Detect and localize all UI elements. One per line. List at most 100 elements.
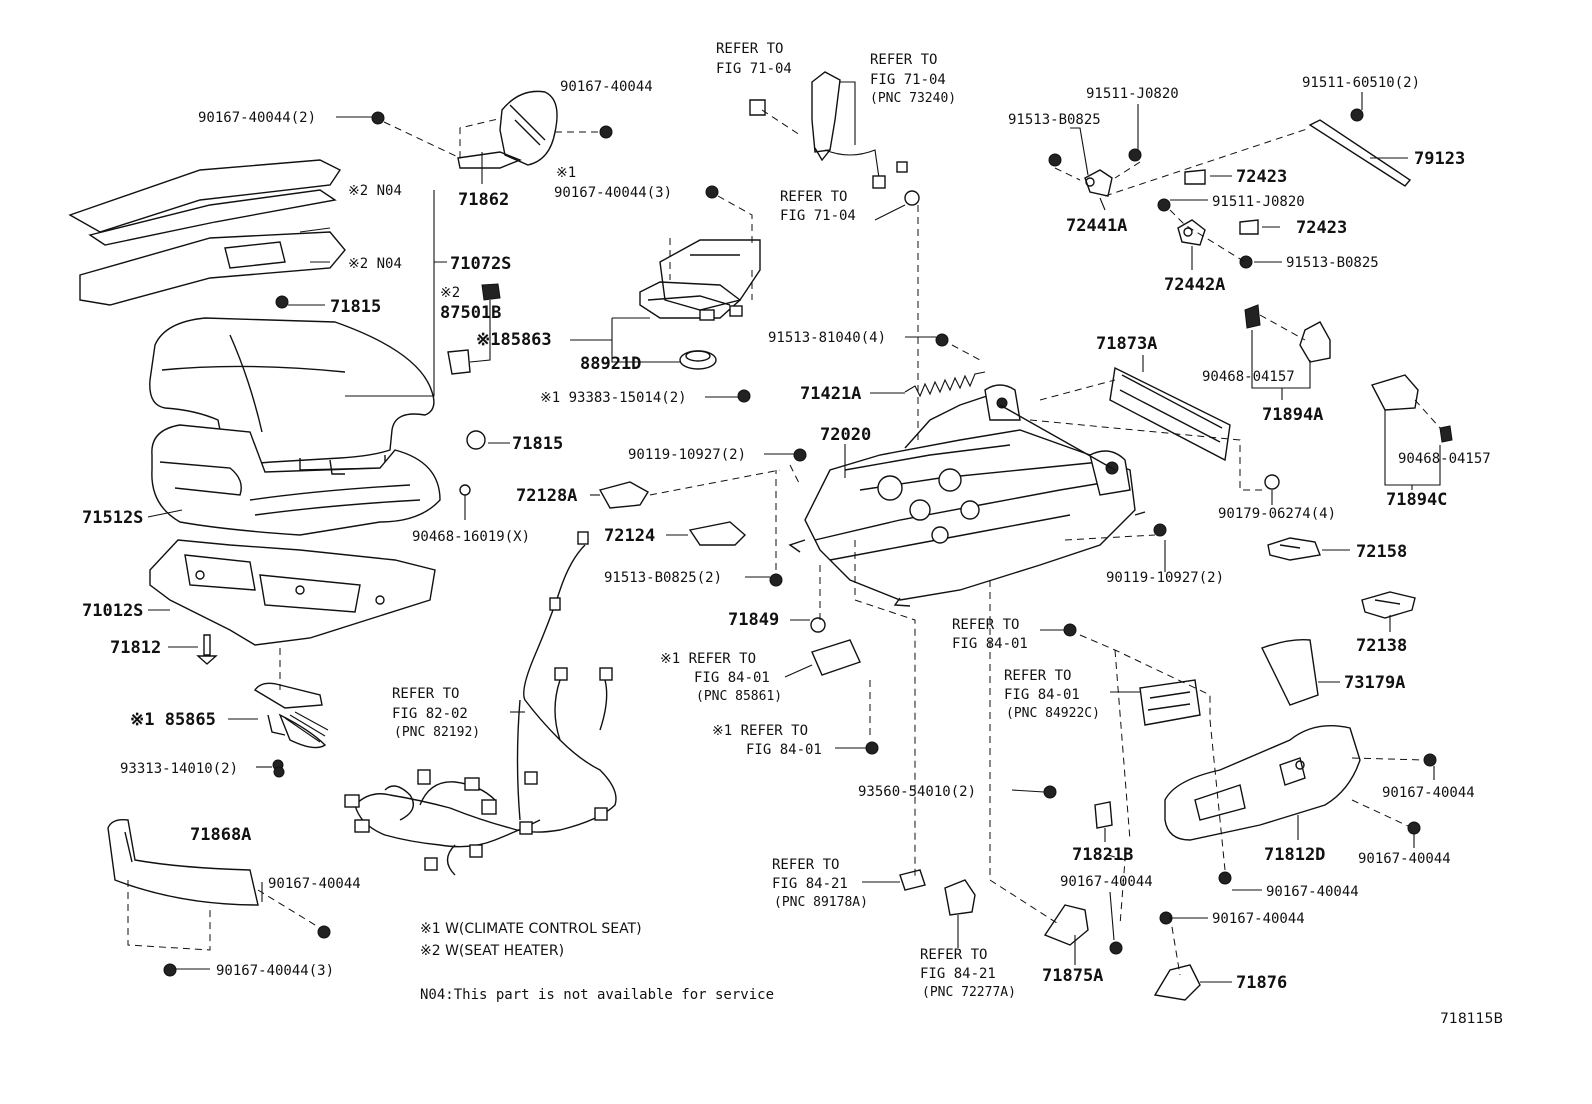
fasteners [163,108,1437,977]
cover-71875a [1043,904,1089,946]
label-91511-j0820-b: 91511-J0820 [1212,194,1305,210]
label-90167-40044-2: 90167-40044(2) [198,110,316,126]
rod-79123 [1308,119,1412,187]
label-refer-84-01-d2: FIG 84-01 [1004,687,1080,703]
label-n04-a: ※2 N04 [348,183,402,199]
label-refer-84-01-d1: REFER TO [1004,668,1071,684]
label-71862: 71862 [458,190,509,210]
footnotes: ※1 W(CLIMATE CONTROL SEAT) ※2 W(SEAT HEA… [420,921,774,1003]
label-93313-14010: 93313-14010(2) [120,761,238,777]
label-91513-81040: 91513-81040(4) [768,330,886,346]
label-refer-71-04-c1: REFER TO [780,189,847,205]
label-71812: 71812 [110,638,161,658]
label-71812d: 71812D [1264,845,1325,865]
label-90167-40044-e: 90167-40044 [1358,851,1451,867]
label-91511-j0820-a: 91511-J0820 [1086,86,1179,102]
label-90468-16019: 90468-16019(X) [412,529,530,545]
bracket-72441a [1084,169,1113,197]
label-n04-b: ※2 N04 [348,256,402,272]
label-71849: 71849 [728,610,779,630]
climate-control-module-85863 [639,239,761,321]
label-72158: 72158 [1356,542,1407,562]
label-71815-b: 71815 [512,434,563,454]
seat-track-frame-72020 [788,384,1146,607]
label-refer-84-01-d3: (PNC 84922C) [1006,706,1100,721]
label-90119-10927-b: 90119-10927(2) [1106,570,1224,586]
label-90167-40044-top: 90167-40044 [560,79,653,95]
label-refer-84-21-b1: REFER TO [920,947,987,963]
label-refer-71-04-b2: FIG 71-04 [870,72,946,88]
label-refer-71-04-a1: REFER TO [716,41,783,57]
blower-85865 [253,682,329,771]
cover-71894c [1370,374,1453,443]
cover-71876 [1153,964,1201,1001]
footnote-seat-heater: ※2 W(SEAT HEATER) [420,943,564,959]
rail-cover-71873a [1109,366,1231,462]
label-71012s: 71012S [82,601,143,621]
label-73179a: 73179A [1344,673,1405,693]
label-85865: ※1 85865 [130,710,216,730]
trim-cover-71868a [107,818,259,906]
label-71512s: 71512S [82,508,143,528]
label-71868a: 71868A [190,825,251,845]
label-refer-84-21-a1: REFER TO [772,857,839,873]
label-x1-refer-84-01-b1: ※1 REFER TO [712,723,808,739]
seat-belt-buckle [749,71,920,206]
label-refer-84-21-b3: (PNC 72277A) [922,985,1016,1000]
seat-cushion-pan [149,539,436,646]
side-shield-71812d [1164,725,1361,841]
label-refer-82-02-b: FIG 82-02 [392,706,468,722]
label-90468-04157-a: 90468-04157 [1202,369,1295,385]
label-note2-mark-b: ※2 [440,285,460,301]
label-note1-mark-a: ※1 [556,165,576,181]
label-91513-b0825-2: 91513-B0825(2) [604,570,722,586]
label-91513-b0825-b: 91513-B0825 [1286,255,1379,271]
label-refer-84-21-b2: FIG 84-21 [920,966,996,982]
phantom-lines [127,109,1441,976]
seat-heater-element [68,159,346,306]
label-refer-82-02-c: (PNC 82192) [394,725,480,740]
knob-72158 [1267,537,1321,561]
label-90167-40044-trim: 90167-40044 [268,876,361,892]
footnote-n04: N04:This part is not available for servi… [420,987,774,1003]
label-72124: 72124 [604,526,655,546]
label-90167-40044-g: 90167-40044 [1212,911,1305,927]
label-refer-84-21-a3: (PNC 89178A) [774,895,868,910]
label-71876: 71876 [1236,973,1287,993]
bracket-72442a [1177,219,1206,246]
footnote-climate-control: ※1 W(CLIMATE CONTROL SEAT) [420,921,642,937]
label-refer-71-04-b3: (PNC 73240) [870,91,956,106]
label-71072s: 71072S [450,254,511,274]
leader-lines [147,81,1441,983]
bracket-71862 [457,90,558,169]
power-seat-switch [1139,679,1201,726]
label-x1-refer-84-01-b2: FIG 84-01 [746,742,822,758]
label-93383-15014: ※1 93383-15014(2) [540,390,687,406]
clip-72423 [1184,169,1259,235]
label-71875a: 71875A [1042,966,1103,986]
label-87501b: 87501B [440,303,501,323]
label-x1-refer-84-01-a3: (PNC 85861) [696,689,782,704]
label-88921d: 88921D [580,354,641,374]
label-72020: 72020 [820,425,871,445]
part-labels: 90167-40044(2) 90167-40044 71862 ※1 9016… [82,41,1491,1000]
label-90468-04157-b: 90468-04157 [1398,451,1491,467]
label-90167-40044-3b: 90167-40044(3) [216,963,334,979]
label-72442a: 72442A [1164,275,1225,295]
label-93560-54010: 93560-54010(2) [858,784,976,800]
label-85863: ※185863 [476,330,552,350]
label-71815-a: 71815 [330,297,381,317]
figure-id: 718115B [1440,1011,1503,1027]
label-90167-40044-d: 90167-40044 [1382,785,1475,801]
label-72138: 72138 [1356,636,1407,656]
label-72423-b: 72423 [1296,218,1347,238]
label-refer-71-04-a2: FIG 71-04 [716,61,792,77]
label-refer-84-01-c1: REFER TO [952,617,1019,633]
label-refer-82-02-a: REFER TO [392,686,459,702]
label-x1-refer-84-01-a1: ※1 REFER TO [660,651,756,667]
label-refer-84-21-a2: FIG 84-21 [772,876,848,892]
label-refer-71-04-b1: REFER TO [870,52,937,68]
seat-cushion-pad [151,424,441,536]
bracket-72277a [944,879,976,916]
